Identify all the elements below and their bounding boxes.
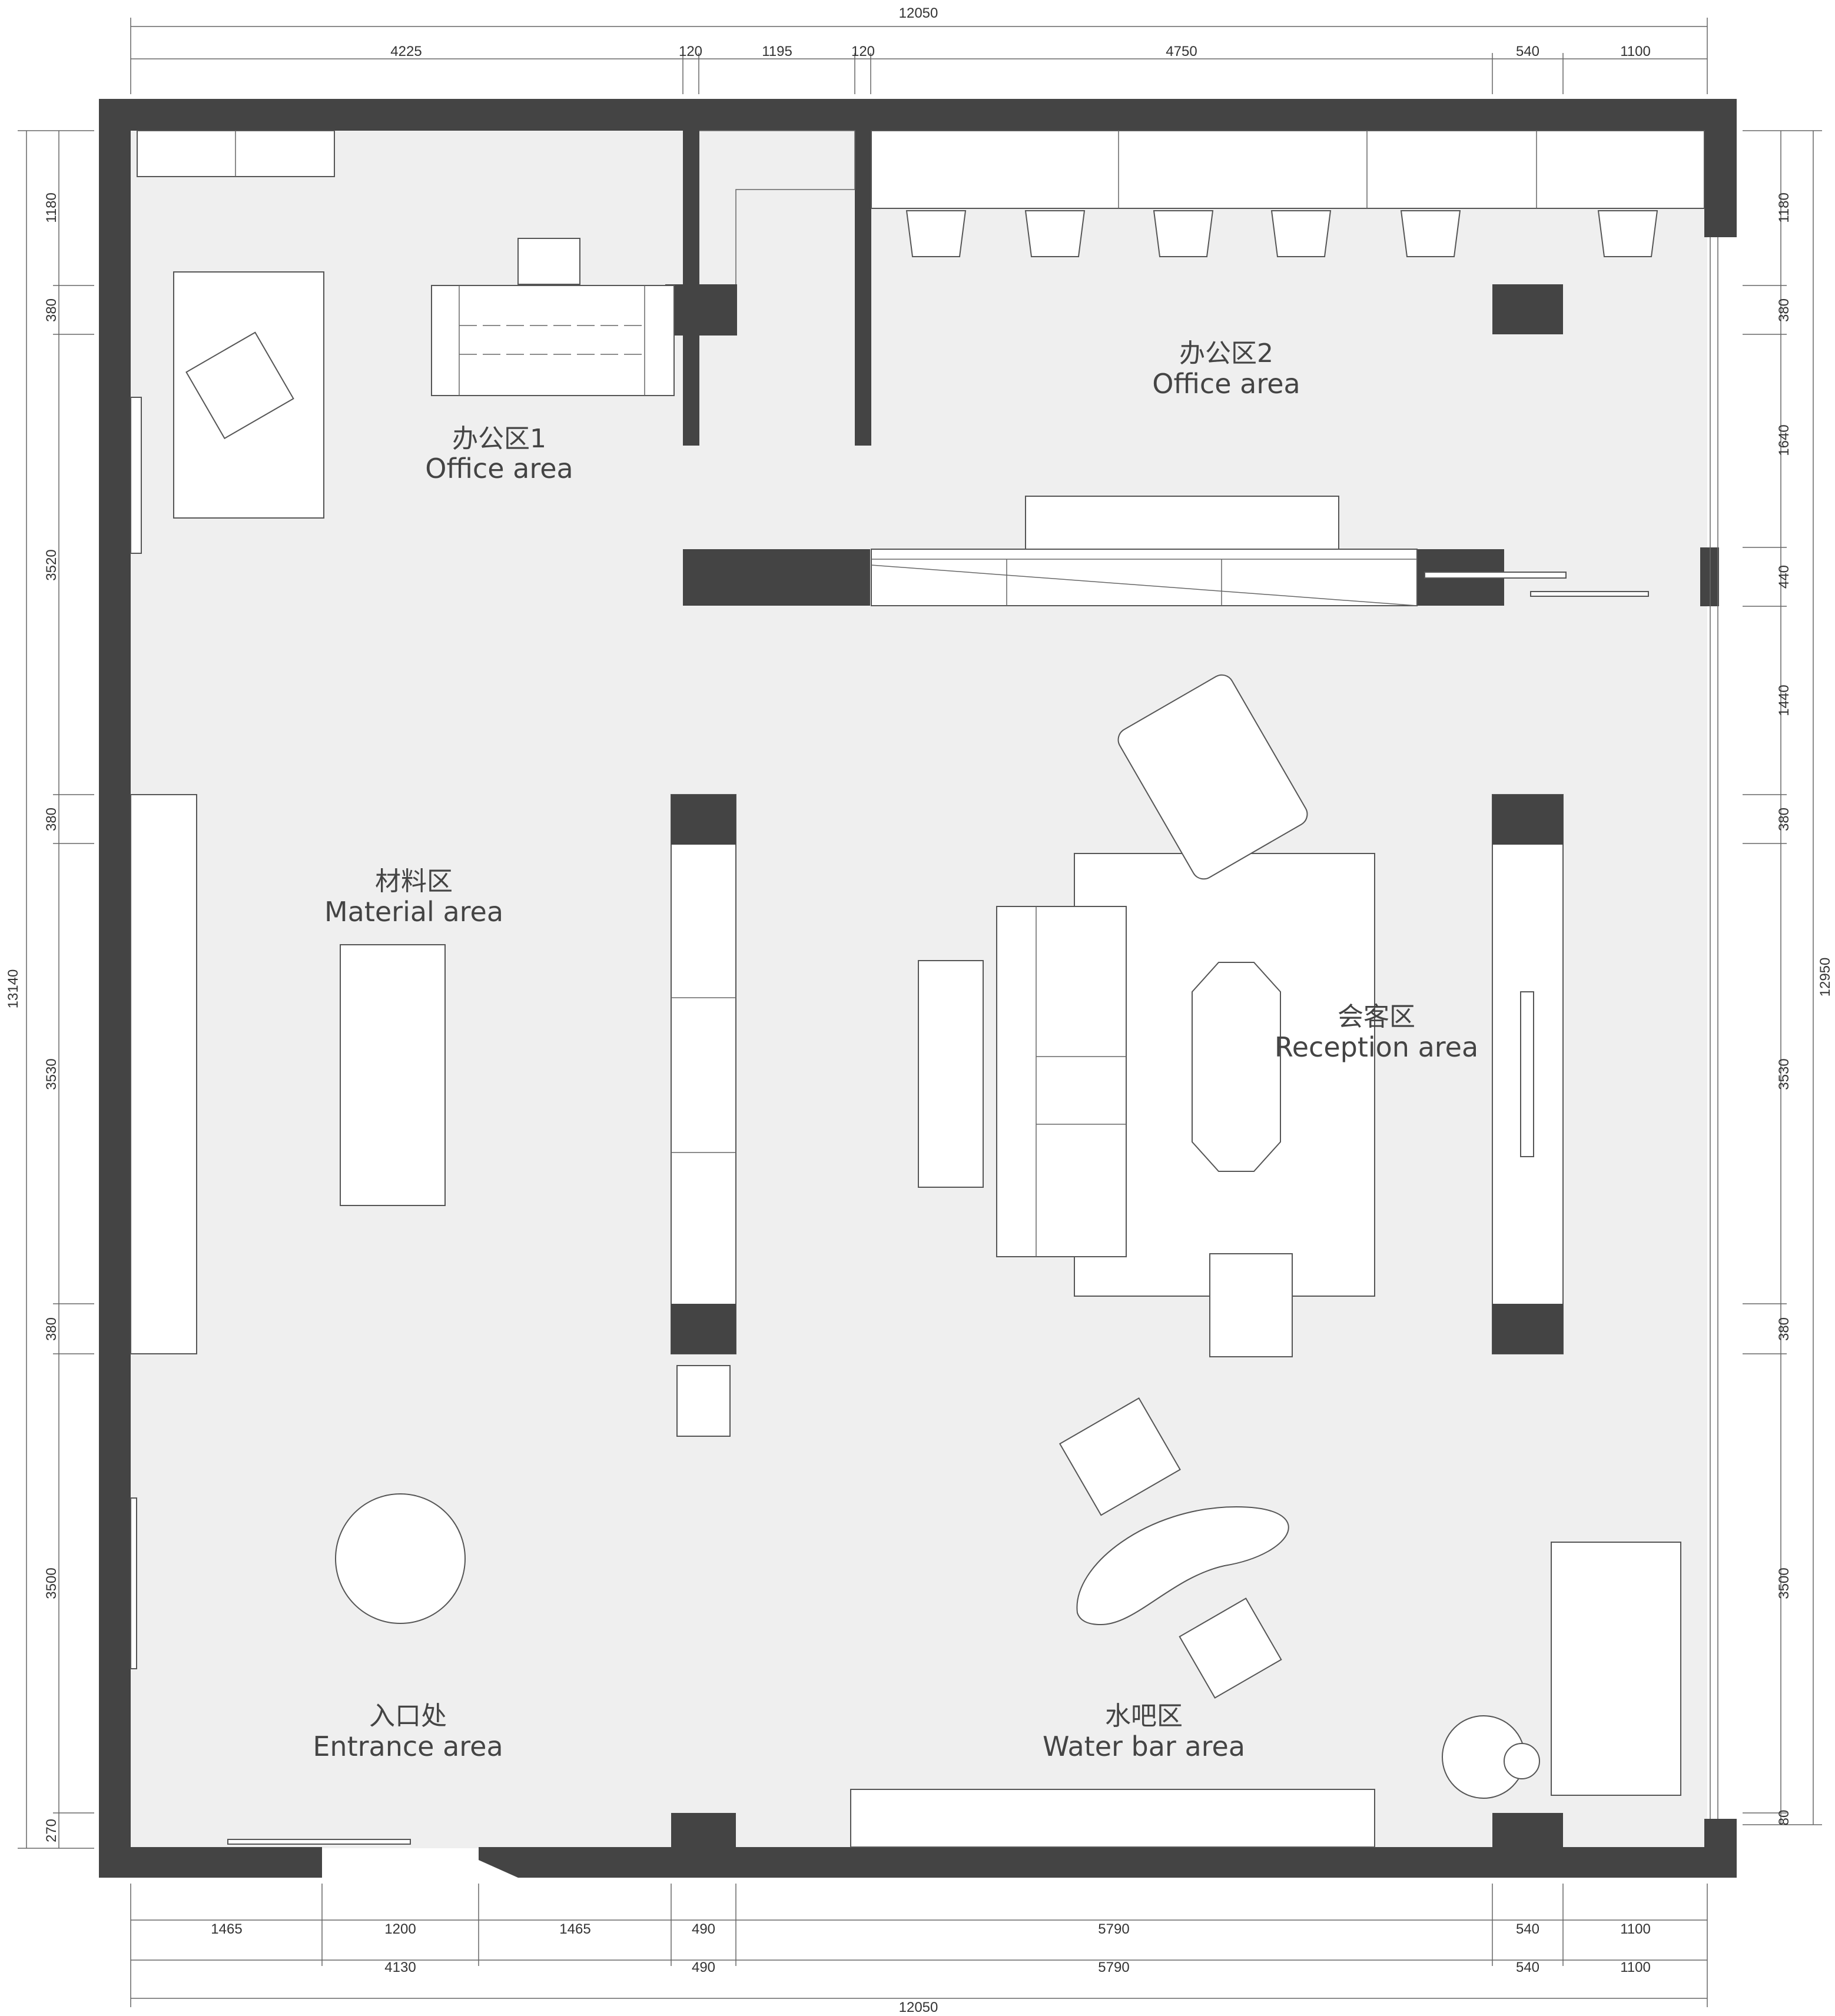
label-material-cn: 材料区 [375, 866, 453, 896]
dim-bottom-r1-2: 1200 [384, 1921, 416, 1937]
label-office2-cn: 办公区2 [1179, 338, 1273, 368]
dim-left-8: 270 [44, 1819, 59, 1842]
label-material-en: Material area [324, 896, 503, 928]
dim-bottom-r1-6: 540 [1516, 1921, 1539, 1937]
dim-top-1: 4225 [390, 44, 422, 59]
right-glazing [1710, 237, 1718, 1819]
dim-bottom-r1-4: 490 [692, 1921, 715, 1937]
dim-right-3: 1640 [1776, 424, 1792, 456]
dim-top-5: 4750 [1166, 44, 1197, 59]
dim-bottom-r2-3: 5790 [1098, 1959, 1129, 1975]
label-reception-en: Reception area [1275, 1031, 1478, 1063]
dim-right-1: 1180 [1776, 192, 1792, 223]
dim-top-6: 540 [1516, 44, 1539, 59]
dim-right-4: 440 [1776, 565, 1792, 589]
dim-left-4: 380 [44, 808, 59, 831]
dim-right-2: 380 [1776, 298, 1792, 322]
dim-top-3: 1195 [762, 44, 792, 59]
material-furniture [130, 794, 736, 1437]
dim-top-4: 120 [851, 44, 875, 59]
dim-bottom-r1-3: 1465 [559, 1921, 590, 1937]
dim-left-2: 380 [44, 298, 59, 322]
label-office2-en: Office area [1152, 368, 1300, 400]
entrance-furniture [130, 1493, 466, 1845]
dim-left-total: 13140 [5, 969, 21, 1009]
dimension-top: 12050 4225 120 1195 120 4750 540 1100 [130, 5, 1708, 94]
dim-right-total: 12950 [1817, 958, 1833, 997]
label-entrance-en: Entrance area [313, 1731, 503, 1762]
label-entrance-cn: 入口处 [369, 1701, 447, 1731]
dim-top-total: 12050 [899, 5, 938, 21]
office2-chairs [905, 210, 1658, 257]
dim-bottom-r2-4: 540 [1516, 1959, 1539, 1975]
office2-desk-counter [871, 130, 1705, 209]
dim-right-7: 3530 [1776, 1058, 1792, 1090]
dim-top-7: 1100 [1620, 44, 1651, 59]
outer-walls [99, 99, 1737, 1878]
dim-bottom-r2-1: 4130 [384, 1959, 416, 1975]
label-office1-cn: 办公区1 [452, 424, 546, 454]
label-waterbar-en: Water bar area [1043, 1731, 1245, 1762]
dim-left-5: 3530 [44, 1058, 59, 1090]
label-office1-en: Office area [425, 453, 573, 484]
dim-top-2: 120 [679, 44, 702, 59]
dim-right-5: 1440 [1776, 685, 1792, 716]
dim-bottom-r1-1: 1465 [211, 1921, 242, 1937]
label-waterbar-cn: 水吧区 [1105, 1701, 1183, 1731]
reception-furniture [918, 284, 1564, 1357]
dim-right-9: 3500 [1776, 1567, 1792, 1599]
dim-left-6: 380 [44, 1317, 59, 1341]
dim-right-6: 380 [1776, 808, 1792, 831]
dim-right-8: 380 [1776, 1317, 1792, 1341]
storage-cabinet [871, 496, 1649, 606]
dim-bottom-total: 12050 [899, 2000, 938, 2015]
dim-right-10: 80 [1776, 1810, 1792, 1826]
dim-left-3: 3520 [44, 549, 59, 580]
waterbar-furniture [671, 1397, 1681, 1848]
dimension-left: 1180 380 3520 380 3530 380 3500 270 1314… [5, 130, 94, 1849]
dimension-bottom: 1465 1200 1465 490 5790 540 1100 4130 49… [130, 1884, 1708, 2015]
dim-bottom-r1-7: 1100 [1620, 1921, 1651, 1937]
dim-left-7: 3500 [44, 1567, 59, 1599]
dim-bottom-r2-2: 490 [692, 1959, 715, 1975]
zone-labels: 办公区1 Office area 办公区2 Office area 材料区 Ma… [313, 338, 1478, 1762]
office1-furniture [130, 130, 675, 554]
dim-left-1: 1180 [44, 192, 59, 223]
dim-bottom-r2-5: 1100 [1620, 1959, 1651, 1975]
label-reception-cn: 会客区 [1338, 1002, 1415, 1032]
dim-bottom-r1-5: 5790 [1098, 1921, 1129, 1937]
dimension-right: 1180 380 1640 440 1440 380 3530 380 3500… [1743, 130, 1833, 1826]
